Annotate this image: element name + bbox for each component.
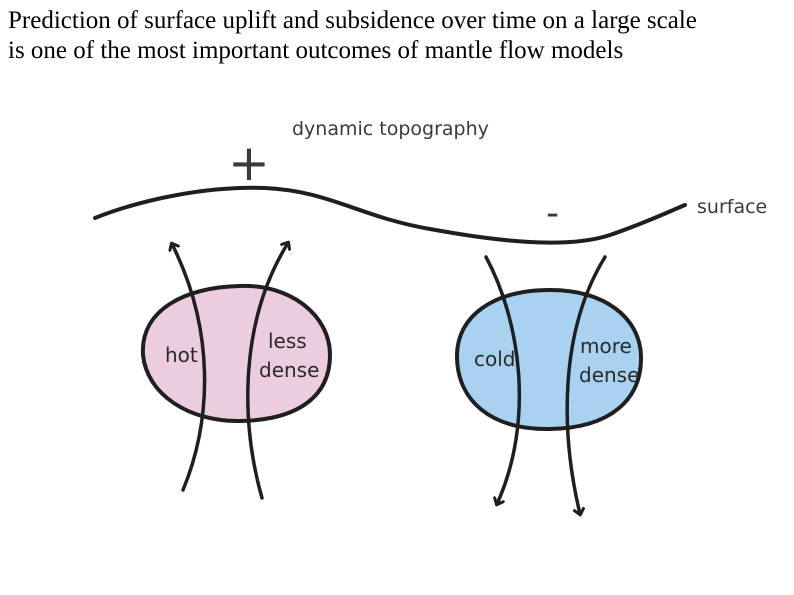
dense-label-hot: dense: [259, 358, 319, 382]
dynamic-topography-label: dynamic topography: [292, 118, 489, 140]
less-label: less: [268, 329, 307, 353]
hot-label: hot: [165, 343, 198, 367]
minus-sign: -: [546, 193, 559, 234]
more-label: more: [580, 334, 632, 358]
surface-label: surface: [697, 196, 767, 218]
surface-line: [95, 188, 685, 243]
plus-sign: +: [228, 134, 270, 192]
dense-label-cold: dense: [579, 363, 639, 387]
cold-label: cold: [474, 347, 515, 371]
